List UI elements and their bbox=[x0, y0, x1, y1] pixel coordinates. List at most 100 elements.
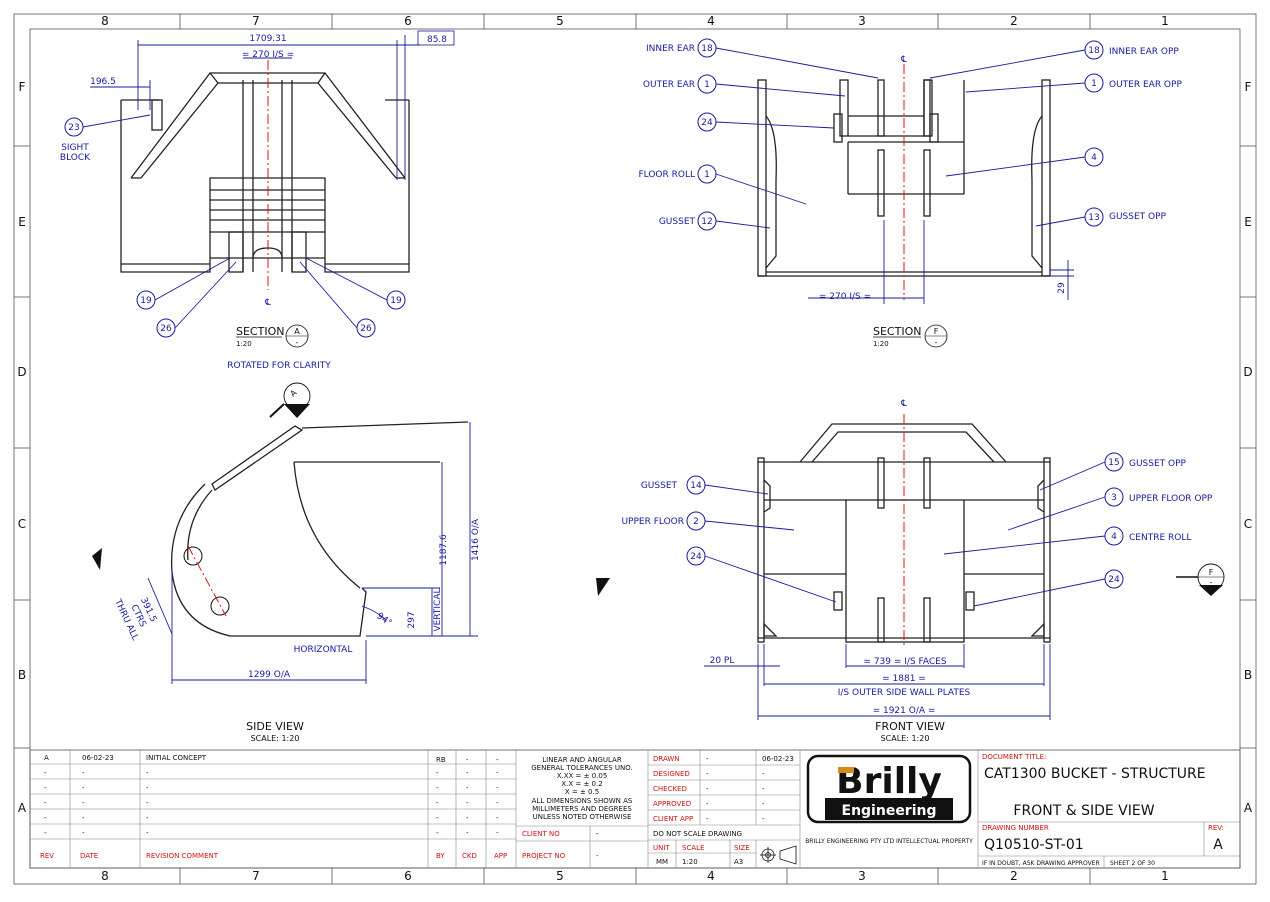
section-a-view: 1709.31 85.8 196.5 = 270 I/S = ℄ 23 SIGH… bbox=[60, 30, 455, 371]
rev-cell: - bbox=[436, 784, 439, 792]
front-view: ℄ 20 PL = 739 = I/S FACES = 1881 = I/S O… bbox=[596, 399, 1225, 743]
rev-cell: - bbox=[44, 829, 47, 837]
ip-notice: BRILLY ENGINEERING PTY LTD INTELLECTUAL … bbox=[805, 838, 973, 845]
zone-row-label: E bbox=[1244, 215, 1252, 229]
zone-col-label: 4 bbox=[707, 14, 715, 28]
tolerance-line: GENERAL TOLERANCES UNO. bbox=[531, 764, 633, 772]
rev-label: REV: bbox=[1208, 824, 1224, 832]
zone-row-label: D bbox=[17, 365, 26, 379]
unit-value: MM bbox=[656, 858, 668, 866]
tolerance-line: X.X = ± 0.2 bbox=[561, 780, 602, 788]
dimension-text: 297 bbox=[407, 611, 417, 628]
zone-col-label: 5 bbox=[556, 14, 564, 28]
rev-header: APP bbox=[494, 852, 507, 860]
sheet-number: SHEET 2 OF 30 bbox=[1110, 860, 1155, 867]
rev-cell: - bbox=[82, 829, 85, 837]
rev-cell: - bbox=[82, 769, 85, 777]
zone-col-label: 7 bbox=[252, 869, 260, 883]
zone-row-label: E bbox=[18, 215, 26, 229]
zone-row-label: B bbox=[1244, 668, 1252, 682]
view-title: SECTION bbox=[873, 325, 921, 338]
zone-row-label: A bbox=[1244, 801, 1253, 815]
dimension-text: 1416 O/A bbox=[471, 518, 481, 561]
approval-date: - bbox=[762, 800, 765, 808]
zone-col-label: 2 bbox=[1010, 869, 1018, 883]
callout-label: CENTRE ROLL bbox=[1129, 533, 1191, 543]
approval-name: - bbox=[706, 800, 709, 808]
view-scale: 1:20 bbox=[236, 340, 252, 348]
callout-label: INNER EAR bbox=[646, 44, 695, 54]
dimension-text: = 1881 = bbox=[882, 674, 926, 684]
drawing-number: Q10510-ST-01 bbox=[984, 837, 1084, 853]
approval-name: - bbox=[706, 755, 709, 763]
callout-label: GUSSET bbox=[641, 481, 678, 491]
callout-number: 23 bbox=[68, 123, 79, 133]
third-angle-projection-icon bbox=[760, 845, 797, 865]
tolerance-line: MILLIMETERS AND DEGREES bbox=[532, 805, 632, 813]
drawing-number-label: DRAWING NUMBER bbox=[982, 824, 1049, 832]
rev-header: DATE bbox=[80, 852, 98, 860]
dimension-text: 85.8 bbox=[427, 35, 447, 45]
section-marker-sub: - bbox=[935, 338, 938, 347]
callout-number: 19 bbox=[140, 296, 152, 306]
callout-label: OUTER EAR OPP bbox=[1109, 80, 1182, 90]
approval-label: CLIENT APP bbox=[653, 815, 693, 823]
callout-label: FLOOR ROLL bbox=[638, 170, 695, 180]
zone-col-label: 6 bbox=[404, 869, 412, 883]
callout-number: 1 bbox=[704, 80, 710, 90]
rev-cell: - bbox=[496, 784, 499, 792]
unit-label: UNIT bbox=[653, 844, 670, 852]
rev-cell: 06-02-23 bbox=[82, 754, 114, 762]
rev-cell: - bbox=[496, 799, 499, 807]
rev-cell: - bbox=[436, 799, 439, 807]
section-marker-letter: A bbox=[289, 388, 299, 399]
rev-cell: - bbox=[466, 769, 469, 777]
rev-cell: - bbox=[44, 814, 47, 822]
title-block: A 06-02-23 INITIAL CONCEPT RB - - - - - … bbox=[29, 749, 1241, 869]
callout-number: 24 bbox=[1108, 575, 1120, 585]
callout-label: SIGHT bbox=[61, 143, 89, 153]
zone-col-label: 2 bbox=[1010, 14, 1018, 28]
rev-cell: - bbox=[146, 814, 149, 822]
rev-cell: - bbox=[82, 814, 85, 822]
section-marker-letter: F bbox=[1209, 568, 1214, 577]
zone-col-label: 3 bbox=[858, 14, 866, 28]
rev-header: BY bbox=[436, 852, 445, 860]
zone-row-label: F bbox=[19, 80, 26, 94]
callout-label: UPPER FLOOR OPP bbox=[1129, 494, 1213, 504]
rev-cell: - bbox=[466, 814, 469, 822]
rev-cell: - bbox=[436, 829, 439, 837]
rev-cell: - bbox=[496, 829, 499, 837]
size-value: A3 bbox=[734, 858, 743, 866]
rev-cell: - bbox=[466, 829, 469, 837]
centerline-symbol: ℄ bbox=[900, 55, 907, 65]
view-title: SIDE VIEW bbox=[246, 720, 304, 733]
rev-header: REVISION COMMENT bbox=[146, 852, 219, 860]
zone-col-label: 8 bbox=[101, 14, 109, 28]
view-title: SECTION bbox=[236, 325, 284, 338]
dimension-text: 1299 O/A bbox=[248, 670, 291, 680]
rev-cell: - bbox=[44, 769, 47, 777]
callout-label: BLOCK bbox=[60, 153, 91, 163]
brilly-engineering-logo: Brilly Engineering bbox=[806, 754, 972, 824]
client-no-value: - bbox=[596, 830, 599, 838]
approval-date: - bbox=[762, 785, 765, 793]
view-scale: 1:20 bbox=[873, 340, 889, 348]
zone-col-label: 4 bbox=[707, 869, 715, 883]
approval-label: CHECKED bbox=[653, 785, 687, 793]
callout-number: 12 bbox=[701, 217, 712, 227]
tolerance-line: X = ± 0.5 bbox=[565, 788, 599, 796]
dimension-text: VERTICAL bbox=[433, 588, 443, 631]
approval-name: - bbox=[706, 770, 709, 778]
callout-number: 1 bbox=[704, 170, 710, 180]
approval-date: - bbox=[762, 770, 765, 778]
rev-cell: - bbox=[146, 799, 149, 807]
zone-col-label: 1 bbox=[1161, 869, 1169, 883]
zone-row-label: F bbox=[1245, 80, 1252, 94]
dimension-text: HORIZONTAL bbox=[294, 645, 353, 655]
view-scale: SCALE: 1:20 bbox=[881, 734, 930, 743]
callout-number: 14 bbox=[690, 481, 702, 491]
approval-date: - bbox=[762, 815, 765, 823]
callout-label: GUSSET bbox=[659, 217, 696, 227]
